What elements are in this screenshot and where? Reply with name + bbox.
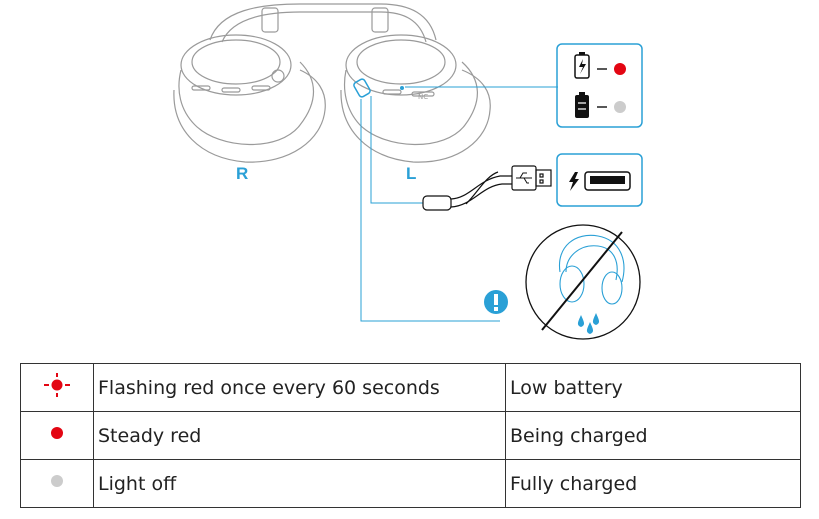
red-led-dot xyxy=(614,63,626,75)
nc-label: NC xyxy=(418,93,428,101)
indicator-cell xyxy=(20,363,94,412)
table-row: Flashing red once every 60 seconds Low b… xyxy=(20,363,801,412)
status-cell: Being charged xyxy=(505,411,801,460)
lightning-icon xyxy=(569,172,579,191)
left-label: L xyxy=(406,164,417,183)
usb-port-icon xyxy=(584,171,631,191)
charging-port xyxy=(353,78,371,98)
row-status: Low battery xyxy=(510,376,623,399)
row-status: Fully charged xyxy=(510,472,638,495)
led-status-table: Flashing red once every 60 seconds Low b… xyxy=(20,363,801,508)
battery-low-icon xyxy=(574,52,590,79)
table-row: Steady red Being charged xyxy=(20,411,801,460)
description-cell: Steady red xyxy=(93,411,506,460)
table-row: Light off Fully charged xyxy=(20,459,801,508)
no-water-icon xyxy=(525,224,641,340)
water-drop-icon xyxy=(577,315,585,327)
row-description: Flashing red once every 60 seconds xyxy=(98,376,440,399)
callout-lines xyxy=(360,86,558,322)
usb-power-box xyxy=(556,153,643,207)
row-description: Steady red xyxy=(98,424,202,447)
warning-icon xyxy=(484,290,508,314)
led-status-box xyxy=(556,43,643,128)
status-cell: Low battery xyxy=(505,363,801,412)
row-status: Being charged xyxy=(510,424,648,447)
flashing-red-led-icon xyxy=(44,373,70,397)
charging-diagram: NC xyxy=(173,3,643,340)
description-cell: Light off xyxy=(93,459,506,508)
headphones-illustration xyxy=(173,3,491,163)
usb-icon xyxy=(516,172,532,184)
row-description: Light off xyxy=(98,472,177,495)
right-label: R xyxy=(236,164,249,183)
grey-led-icon xyxy=(51,475,63,487)
usb-cable xyxy=(422,165,552,211)
grey-led-dot xyxy=(614,101,626,113)
red-led-icon xyxy=(51,427,63,439)
status-cell: Fully charged xyxy=(505,459,801,508)
description-cell: Flashing red once every 60 seconds xyxy=(93,363,506,412)
indicator-cell xyxy=(20,459,94,508)
battery-full-icon xyxy=(575,92,589,118)
water-drop-icon xyxy=(586,322,594,334)
water-drop-icon xyxy=(592,313,600,325)
led-indicator xyxy=(400,86,404,90)
indicator-cell xyxy=(20,411,94,460)
